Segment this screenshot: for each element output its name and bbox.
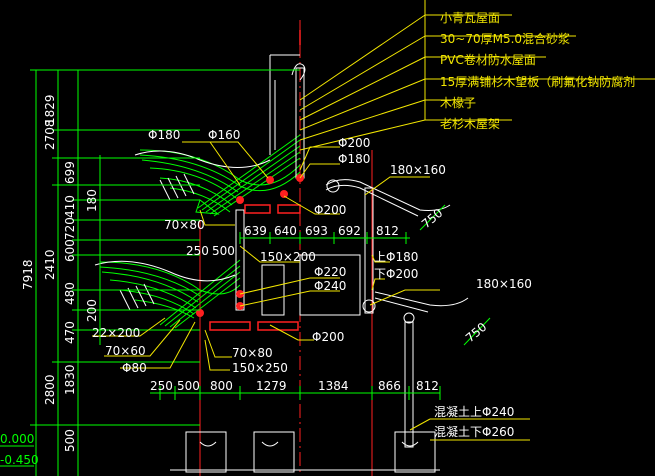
- label-70x80-a: 70×80: [164, 218, 205, 232]
- label-phi160: Φ160: [208, 128, 240, 142]
- dim-upper-1: 639: [244, 224, 267, 238]
- vdim-480: 480: [63, 282, 77, 305]
- vdim-1829: 1829: [43, 94, 57, 125]
- vdim-2708: 2708: [43, 119, 57, 150]
- label-phi200-a: Φ200: [338, 136, 370, 150]
- label-180x160-a: 180×160: [390, 163, 446, 177]
- vdim-2410: 2410: [43, 249, 57, 280]
- elevation-0: 0.000: [0, 432, 34, 446]
- dim-lower-6: 866: [378, 379, 401, 393]
- vdim-699: 699: [63, 161, 77, 184]
- vdim-200: 200: [85, 299, 99, 322]
- dim-lower-5: 1384: [318, 379, 349, 393]
- label-xia-phi200: 下Φ200: [374, 267, 418, 281]
- label-22x200: 22×200: [92, 326, 140, 340]
- vdim-470: 470: [63, 321, 77, 344]
- vdim-1830: 1830: [63, 364, 77, 395]
- dim-lower-2: 500: [177, 379, 200, 393]
- label-phi220: Φ220: [314, 265, 346, 279]
- vdim-2800: 2800: [43, 374, 57, 405]
- callout-board: 15厚满铺杉木望板（刷氟化钠防腐剂: [440, 74, 635, 89]
- concrete-lower: 混凝土下Φ260: [434, 424, 514, 439]
- label-150x250: 150×250: [232, 361, 288, 375]
- elevation-neg: -0.450: [0, 453, 39, 467]
- vdim-500: 500: [63, 429, 77, 452]
- label-150x200: 150×200: [260, 250, 316, 264]
- vdim-7918: 7918: [21, 259, 35, 290]
- right-structure: [170, 179, 469, 473]
- callout-truss: 老杉木屋架: [440, 117, 500, 131]
- label-phi240: Φ240: [314, 279, 346, 293]
- callout-pvc: PVC卷材防水屋面: [440, 52, 536, 67]
- label-shang-phi180: 上Φ180: [374, 250, 418, 264]
- leader-lines: [92, 0, 655, 441]
- dim-upper-5: 812: [376, 224, 399, 238]
- label-phi180-b: Φ180: [338, 152, 370, 166]
- dim-upper-2: 640: [274, 224, 297, 238]
- dim-mid-2: 500: [212, 244, 235, 258]
- vdim-410: 410: [63, 195, 77, 218]
- dim-upper-3: 693: [305, 224, 328, 238]
- label-70x80-b: 70×80: [232, 346, 273, 360]
- elevations: 0.000 -0.450: [0, 432, 39, 467]
- label-180x160-b: 180×160: [476, 277, 532, 291]
- dim-upper-4: 692: [338, 224, 361, 238]
- concrete-notes: 混凝土上Φ240 混凝土下Φ260: [434, 404, 514, 439]
- member-labels: Φ180 Φ160 Φ200 Φ180 180×160 Φ200 70×80 1…: [92, 128, 532, 375]
- label-phi200-b: Φ200: [314, 203, 346, 217]
- upper-roof-tiles: [134, 54, 306, 201]
- dim-lower-7: 812: [416, 379, 439, 393]
- callout-tile: 小青瓦屋面: [440, 11, 500, 25]
- dim-lower-4: 1279: [256, 379, 287, 393]
- vdim-720: 720: [63, 217, 77, 240]
- vdim-180: 180: [85, 189, 99, 212]
- vdim-600: 600: [63, 239, 77, 262]
- concrete-upper: 混凝土上Φ240: [434, 404, 514, 419]
- callout-rafter: 木椽子: [440, 96, 476, 110]
- dimension-texts: 639 640 693 692 812 250 500 250 500 800 …: [150, 224, 439, 393]
- callout-mortar: 30~70厚M5.0混合砂浆: [440, 31, 570, 46]
- label-70x60: 70×60: [105, 344, 146, 358]
- red-members: [209, 30, 301, 331]
- label-phi80: Φ80: [122, 361, 147, 375]
- material-callouts: 小青瓦屋面 30~70厚M5.0混合砂浆 PVC卷材防水屋面 15厚满铺杉木望板…: [440, 11, 635, 131]
- vertical-dimension-texts: 7918 1829 2708 2410 2800 699 410 720 600…: [21, 94, 99, 452]
- dim-lower-3: 800: [210, 379, 233, 393]
- dim-lower-1: 250: [150, 379, 173, 393]
- dim-mid-1: 250: [186, 244, 209, 258]
- label-phi180-a: Φ180: [148, 128, 180, 142]
- lower-roof: [99, 259, 241, 329]
- upper-roof: [139, 134, 301, 217]
- label-phi200-c: Φ200: [312, 330, 344, 344]
- dimension-lines: [30, 69, 491, 476]
